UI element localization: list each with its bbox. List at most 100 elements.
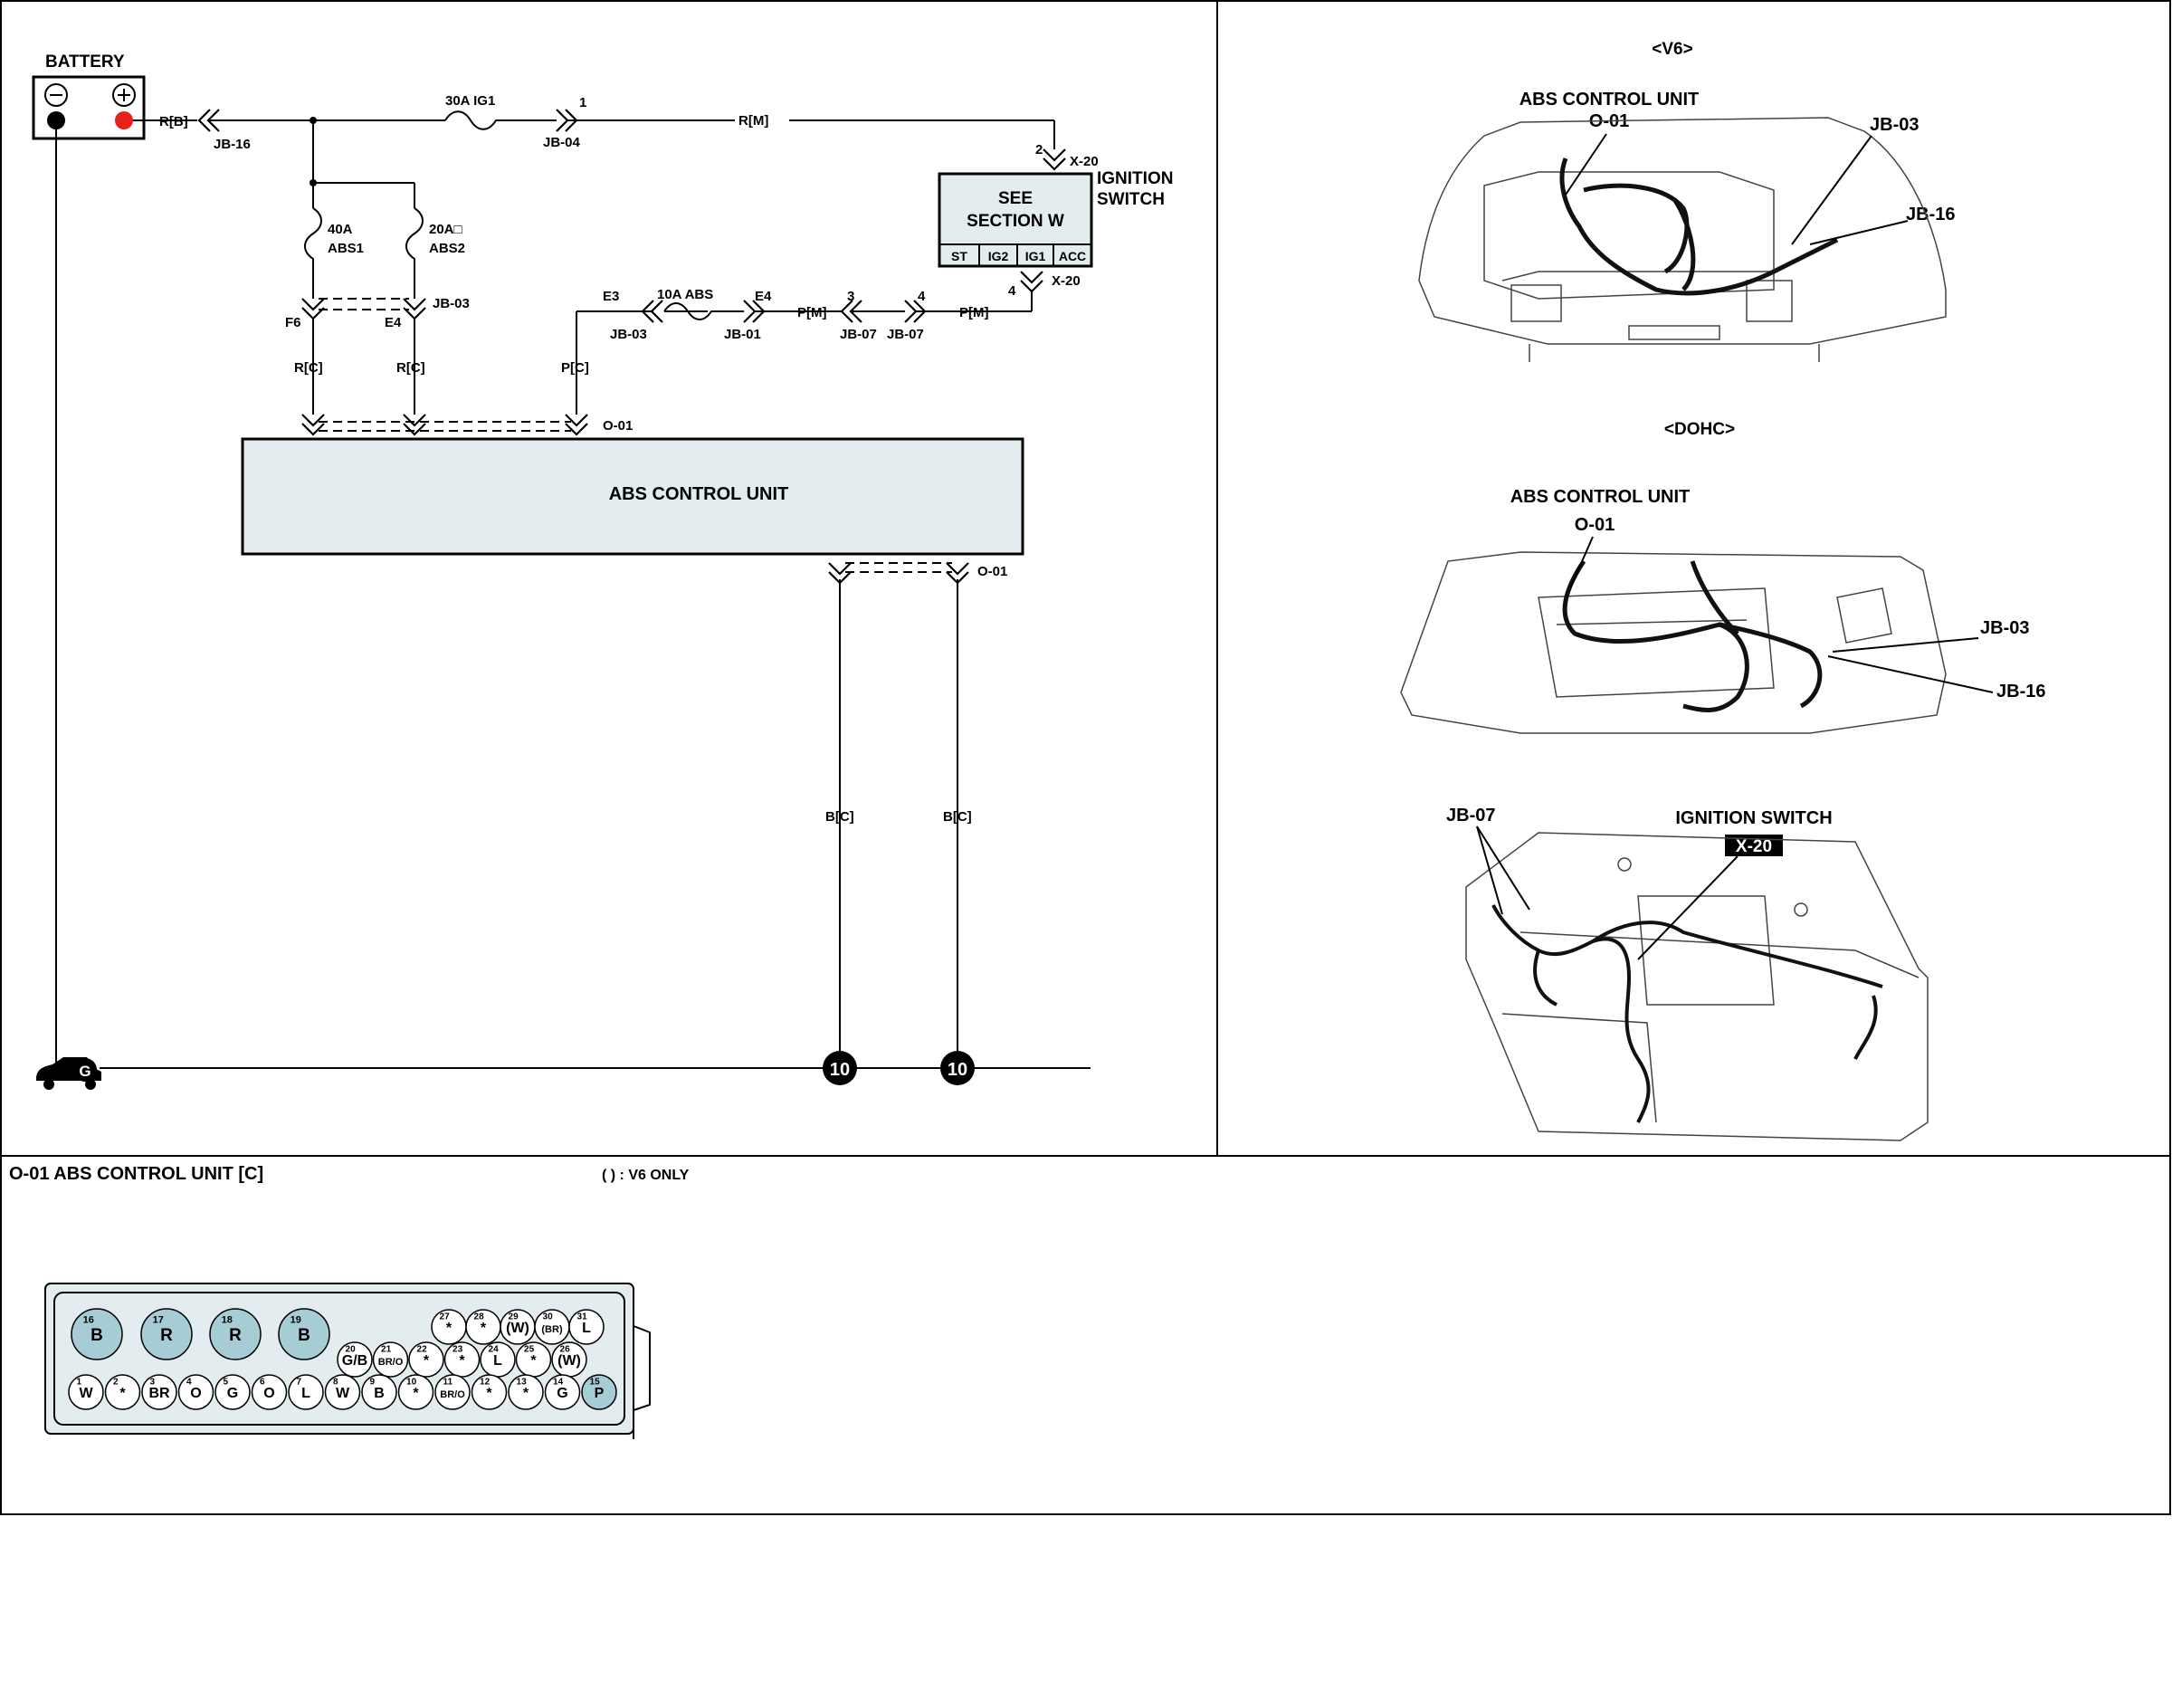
fuse-20a-icon bbox=[405, 207, 424, 272]
pin-number: 1 bbox=[77, 1377, 82, 1387]
junction-label: JB-07 bbox=[840, 327, 877, 342]
wire-label: R[C] bbox=[294, 360, 323, 376]
ground-g-label: G bbox=[79, 1063, 90, 1080]
dashboard-illustration bbox=[1465, 832, 1929, 1141]
pin-color-code: G/B bbox=[342, 1353, 367, 1369]
pin-number: 9 bbox=[370, 1377, 376, 1387]
pin-number: E3 bbox=[603, 289, 619, 304]
connector-label: X-20 bbox=[1052, 273, 1081, 289]
pin-number: 24 bbox=[489, 1344, 500, 1354]
ignition-label-line2: SWITCH bbox=[1097, 190, 1165, 209]
pin-number: 4 bbox=[186, 1377, 192, 1387]
pin-number: 4 bbox=[918, 289, 926, 304]
connector-pin: 27* bbox=[431, 1309, 467, 1345]
pin-color-code: W bbox=[336, 1386, 350, 1401]
dohc-leaders bbox=[1569, 536, 1994, 693]
pin-color-code: * bbox=[424, 1353, 430, 1369]
pin-color-code: * bbox=[413, 1386, 419, 1401]
dohc-jb03-label: JB-03 bbox=[1980, 618, 2029, 638]
pin-number: 12 bbox=[480, 1377, 491, 1387]
pin-color-code: * bbox=[459, 1353, 465, 1369]
connector-pin: 5G bbox=[214, 1374, 251, 1410]
connector-label: O-01 bbox=[603, 418, 633, 434]
junction-label: JB-07 bbox=[887, 327, 924, 342]
fuse-label: 40A bbox=[328, 222, 353, 237]
pin-color-code: (W) bbox=[506, 1321, 529, 1336]
connector-label: O-01 bbox=[977, 564, 1007, 579]
pin-number: E4 bbox=[385, 315, 402, 330]
connector-pin: 18R bbox=[209, 1308, 262, 1360]
pin-number: 14 bbox=[553, 1377, 564, 1387]
positive-terminal bbox=[115, 111, 133, 129]
dash-x20-label: X-20 bbox=[1736, 837, 1772, 856]
negative-terminal bbox=[47, 111, 65, 129]
connector-pin: 30(BR) bbox=[534, 1309, 570, 1345]
ignition-term: IG1 bbox=[1025, 249, 1046, 263]
connector-pin: 23* bbox=[443, 1341, 481, 1378]
dohc-engine-bay-illustration bbox=[1400, 551, 1947, 734]
pin-number: 2 bbox=[113, 1377, 119, 1387]
connector-pin: 19B bbox=[278, 1308, 330, 1360]
pin-color-code: BR/O bbox=[440, 1389, 465, 1400]
dashboard-leaders bbox=[1476, 825, 1739, 960]
pin-color-code: BR/O bbox=[378, 1357, 404, 1368]
dashboard-harness bbox=[1491, 904, 1883, 1123]
fuse-label: 20A□ bbox=[429, 222, 462, 237]
fuses bbox=[304, 110, 724, 320]
connector-pin: 2* bbox=[104, 1374, 141, 1410]
pin-number: 16 bbox=[83, 1314, 94, 1325]
pin-color-code: B bbox=[298, 1326, 310, 1345]
fuse-30a-icon bbox=[444, 110, 509, 130]
fuse-label: 10A ABS bbox=[657, 287, 713, 302]
connector-pin: 7L bbox=[288, 1374, 324, 1410]
battery: BATTERY bbox=[32, 52, 146, 140]
v6-jb16-label: JB-16 bbox=[1906, 205, 1955, 224]
dohc-jb16-label: JB-16 bbox=[1996, 682, 2045, 701]
splice-dot bbox=[310, 179, 317, 186]
splice-dot bbox=[310, 117, 317, 124]
pin-color-code: G bbox=[557, 1386, 567, 1401]
pin-number: 23 bbox=[452, 1344, 463, 1354]
pin-color-code: (W) bbox=[557, 1353, 581, 1369]
chassis-ground-icon: G bbox=[36, 1057, 101, 1090]
fuse-40a-icon bbox=[304, 207, 322, 272]
v6-leaders bbox=[1565, 133, 1909, 245]
connector-pin: 20G/B bbox=[337, 1341, 373, 1378]
grounds: G 10 10 bbox=[36, 1051, 975, 1090]
fuse-label: 30A IG1 bbox=[445, 93, 495, 109]
pin-number: 5 bbox=[224, 1377, 229, 1387]
pin-color-code: * bbox=[530, 1353, 537, 1369]
dash-ignition-label: IGNITION SWITCH bbox=[1675, 808, 1832, 828]
page-frame bbox=[0, 0, 2171, 1515]
pin-color-code: R bbox=[229, 1326, 242, 1345]
ground-point-icon: 10 bbox=[823, 1051, 857, 1085]
pin-number: 22 bbox=[417, 1344, 428, 1354]
connector-label: X-20 bbox=[1070, 154, 1099, 169]
pin-color-code: O bbox=[263, 1386, 274, 1401]
connector-pin: 29(W) bbox=[500, 1309, 536, 1345]
pin-number: E4 bbox=[755, 289, 772, 304]
pin-number: 7 bbox=[297, 1377, 302, 1387]
ground-number: 10 bbox=[948, 1060, 967, 1080]
pin-number: 15 bbox=[590, 1377, 601, 1387]
v6-only-note: ( ) : V6 ONLY bbox=[602, 1168, 690, 1183]
location-views: <V6> ABS CONTROL UNIT O-01 JB-03 JB-16 <… bbox=[1400, 40, 2045, 1141]
abs-box-title: ABS CONTROL UNIT bbox=[609, 484, 789, 504]
battery-positive-icon bbox=[112, 83, 136, 107]
pin-number: 18 bbox=[222, 1314, 233, 1325]
pin-color-code: O bbox=[190, 1386, 201, 1401]
dohc-harness bbox=[1562, 559, 1823, 712]
pin-color-code: P bbox=[595, 1386, 605, 1401]
ignition-label-line1: IGNITION bbox=[1097, 169, 1173, 188]
junction-label: JB-16 bbox=[214, 137, 251, 152]
pin-color-code: B bbox=[374, 1386, 385, 1401]
ground-point-icon: 10 bbox=[940, 1051, 975, 1085]
wire-label: B[C] bbox=[825, 809, 854, 825]
connector-pin: 17R bbox=[140, 1308, 193, 1360]
junction-label: JB-03 bbox=[610, 327, 647, 342]
pin-color-code: * bbox=[446, 1321, 452, 1336]
wire-label: P[M] bbox=[959, 305, 989, 320]
v6-jb03-label: JB-03 bbox=[1870, 115, 1919, 135]
